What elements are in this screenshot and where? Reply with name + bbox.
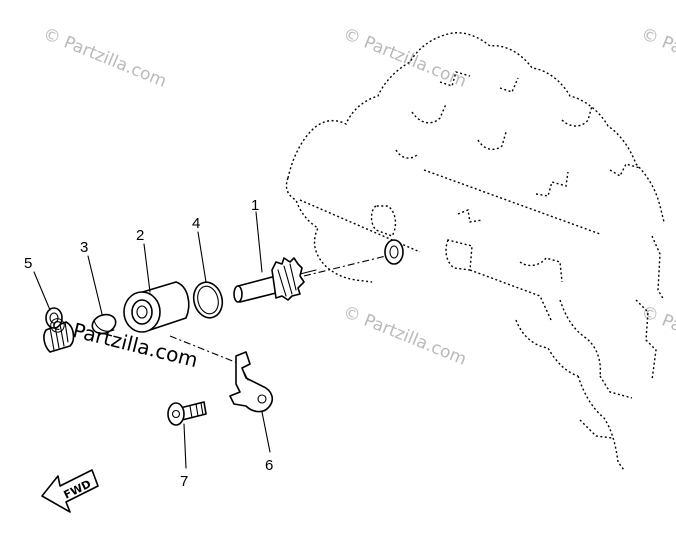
watermark-text: © Partzilla.com <box>638 24 676 92</box>
part-7-bolt <box>167 401 207 426</box>
callout-4: 4 <box>192 215 200 232</box>
callout-7: 7 <box>180 473 188 490</box>
engine-socket <box>384 239 404 265</box>
watermark-text: © Partzilla.com <box>340 24 469 92</box>
fwd-arrow-icon: FWD <box>41 469 99 513</box>
part-6-bracket <box>229 351 274 413</box>
engine-case-outline <box>285 32 665 471</box>
part-1-gear-shaft <box>233 257 317 303</box>
part-4-oring <box>192 281 224 319</box>
watermark-text: © Partzilla.com <box>40 24 169 92</box>
callout-3: 3 <box>80 239 88 256</box>
centerline <box>303 255 387 277</box>
part-5-fitting <box>43 307 75 353</box>
leader-lines <box>33 211 271 469</box>
callout-2: 2 <box>136 227 144 244</box>
callout-6: 6 <box>265 457 273 474</box>
callout-1: 1 <box>251 197 259 214</box>
watermark-text: © Partzilla.com <box>638 302 676 370</box>
centerline <box>169 335 241 365</box>
part-3-washer <box>91 313 117 335</box>
part-2-sleeve <box>123 281 190 333</box>
callout-numbers: 1 2 3 4 5 6 7 <box>24 197 273 490</box>
callout-5: 5 <box>24 255 32 272</box>
watermark-text: © Partzilla.com <box>340 302 469 370</box>
